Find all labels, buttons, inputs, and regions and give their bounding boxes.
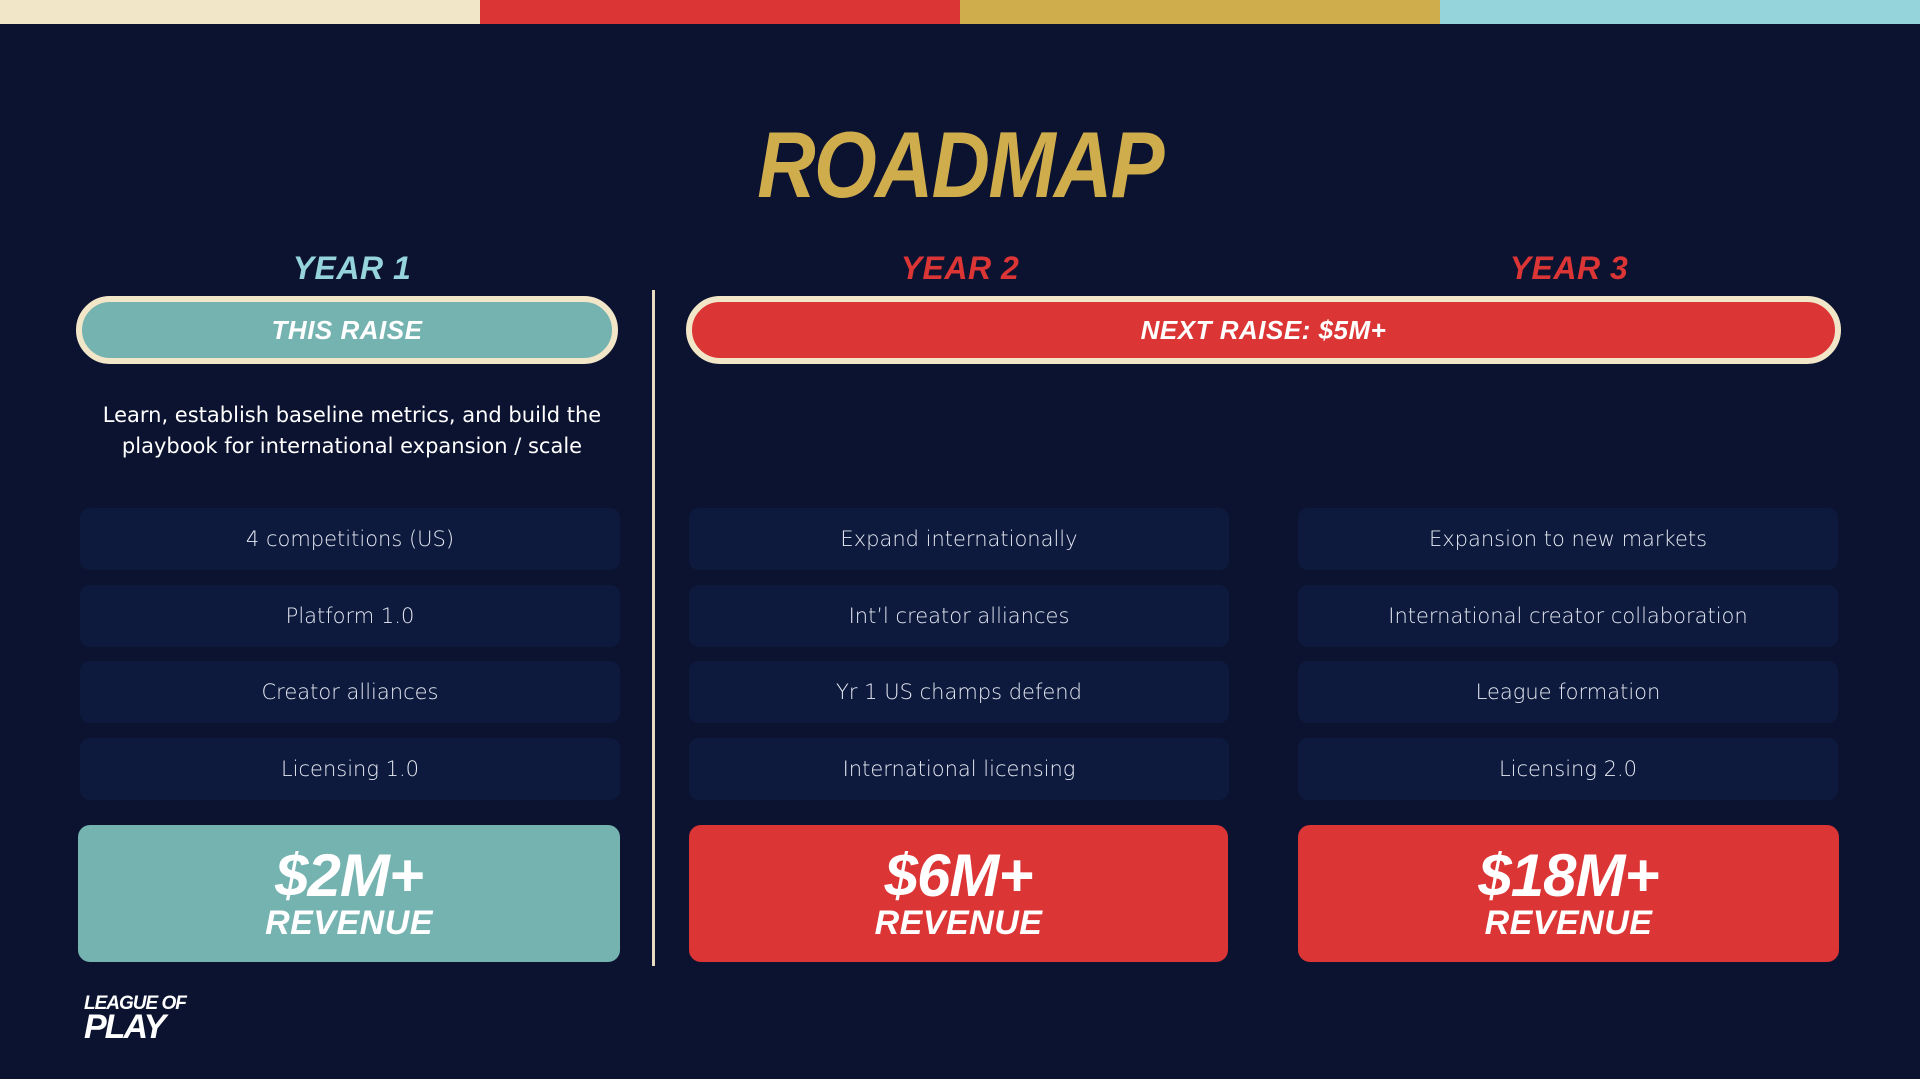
milestone-item: Licensing 2.0 (1298, 737, 1838, 800)
page-title: ROADMAP (757, 112, 1164, 217)
logo-line-2: PLAY (84, 1008, 166, 1046)
year-3-label: YEAR 3 (1509, 250, 1629, 286)
logo-line-1: LEAGUE OF (84, 993, 187, 1014)
milestone-item: Creator alliances (80, 661, 620, 723)
year-1-milestones: 4 competitions (US) Platform 1.0 Creator… (80, 508, 620, 814)
year-3-revenue-box: $18M+ REVENUE (1298, 825, 1839, 962)
milestone-item: Yr 1 US champs defend (689, 661, 1229, 723)
year-2-milestones: Expand internationally Int’l creator all… (689, 508, 1229, 814)
year-1-label: YEAR 1 (292, 250, 412, 286)
revenue-label: REVENUE (1484, 903, 1653, 942)
league-of-play-logo: LEAGUE OF PLAY (84, 993, 187, 1046)
revenue-amount: $6M+ (884, 841, 1034, 909)
milestone-item: Platform 1.0 (80, 584, 620, 647)
top-stripe-light-blue (1440, 0, 1920, 24)
milestone-item: International creator collaboration (1298, 584, 1838, 647)
year-1-revenue-box: $2M+ REVENUE (78, 825, 620, 962)
milestone-item: 4 competitions (US) (80, 508, 620, 570)
next-raise-pill: NEXT RAISE: $5M+ (686, 296, 1841, 364)
milestone-item: League formation (1298, 661, 1838, 723)
year-2-revenue-box: $6M+ REVENUE (689, 825, 1228, 962)
milestone-item: Expand internationally (689, 508, 1229, 570)
year-2-label: YEAR 2 (900, 250, 1020, 286)
top-stripe-red (480, 0, 960, 24)
revenue-amount: $18M+ (1478, 841, 1659, 909)
top-stripe-gold (960, 0, 1440, 24)
milestone-item: Expansion to new markets (1298, 508, 1838, 570)
milestone-item: Int’l creator alliances (689, 584, 1229, 647)
milestone-item: Licensing 1.0 (80, 737, 620, 800)
year-1-description: Learn, establish baseline metrics, and b… (102, 403, 602, 458)
milestone-item: International licensing (689, 737, 1229, 800)
revenue-amount: $2M+ (275, 841, 424, 909)
next-raise-label: NEXT RAISE: $5M+ (1140, 314, 1387, 345)
revenue-label: REVENUE (874, 903, 1043, 942)
this-raise-label: THIS RAISE (271, 314, 423, 345)
year-3-milestones: Expansion to new markets International c… (1298, 508, 1838, 814)
revenue-label: REVENUE (265, 903, 433, 942)
this-raise-pill: THIS RAISE (76, 296, 618, 364)
top-stripe-cream (0, 0, 480, 24)
column-divider (652, 290, 655, 966)
